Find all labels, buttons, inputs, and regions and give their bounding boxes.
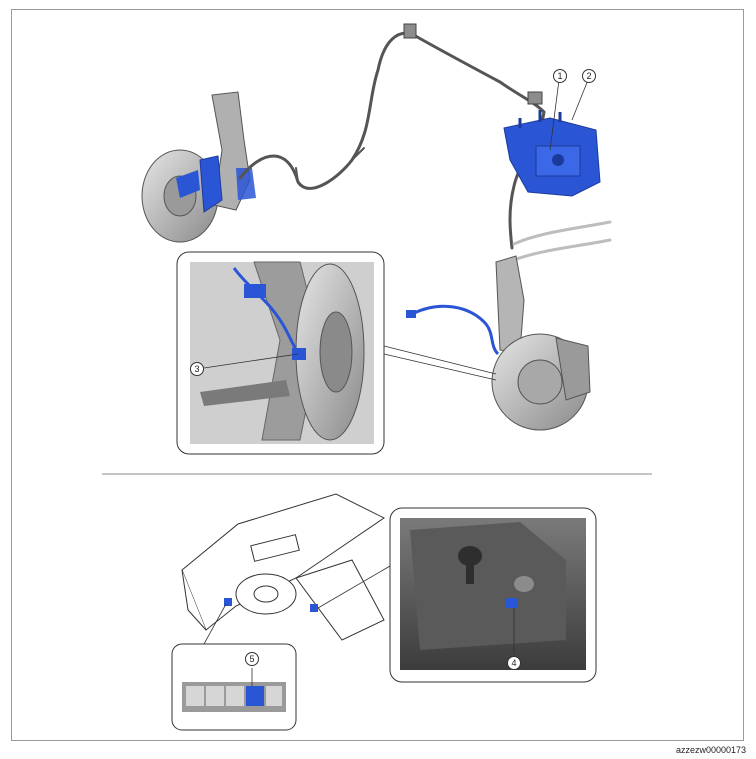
figure-frame [11, 9, 744, 741]
wheel-speed-sensor-harness [238, 31, 612, 262]
epb-switch-marker [310, 604, 318, 612]
callout-5: 5 [245, 652, 259, 666]
harness-connector [527, 91, 543, 105]
dsc-off-switch-marker [224, 598, 232, 606]
left-front-hub-assembly [141, 91, 256, 243]
dsc-hu-cm-unit [503, 110, 601, 197]
harness-clip [403, 23, 417, 39]
right-front-brake-assembly [406, 255, 591, 431]
callout-2: 2 [582, 69, 596, 83]
dashboard-outline [181, 493, 385, 641]
switch-panel-inset [171, 643, 297, 731]
callout-1: 1 [553, 69, 567, 83]
document-id: azzezw00000173 [675, 745, 746, 755]
console-switch-inset [389, 507, 597, 683]
callout-3: 3 [190, 362, 204, 376]
callout-4: 4 [507, 656, 521, 670]
wheel-speed-sensor-inset [176, 251, 385, 455]
